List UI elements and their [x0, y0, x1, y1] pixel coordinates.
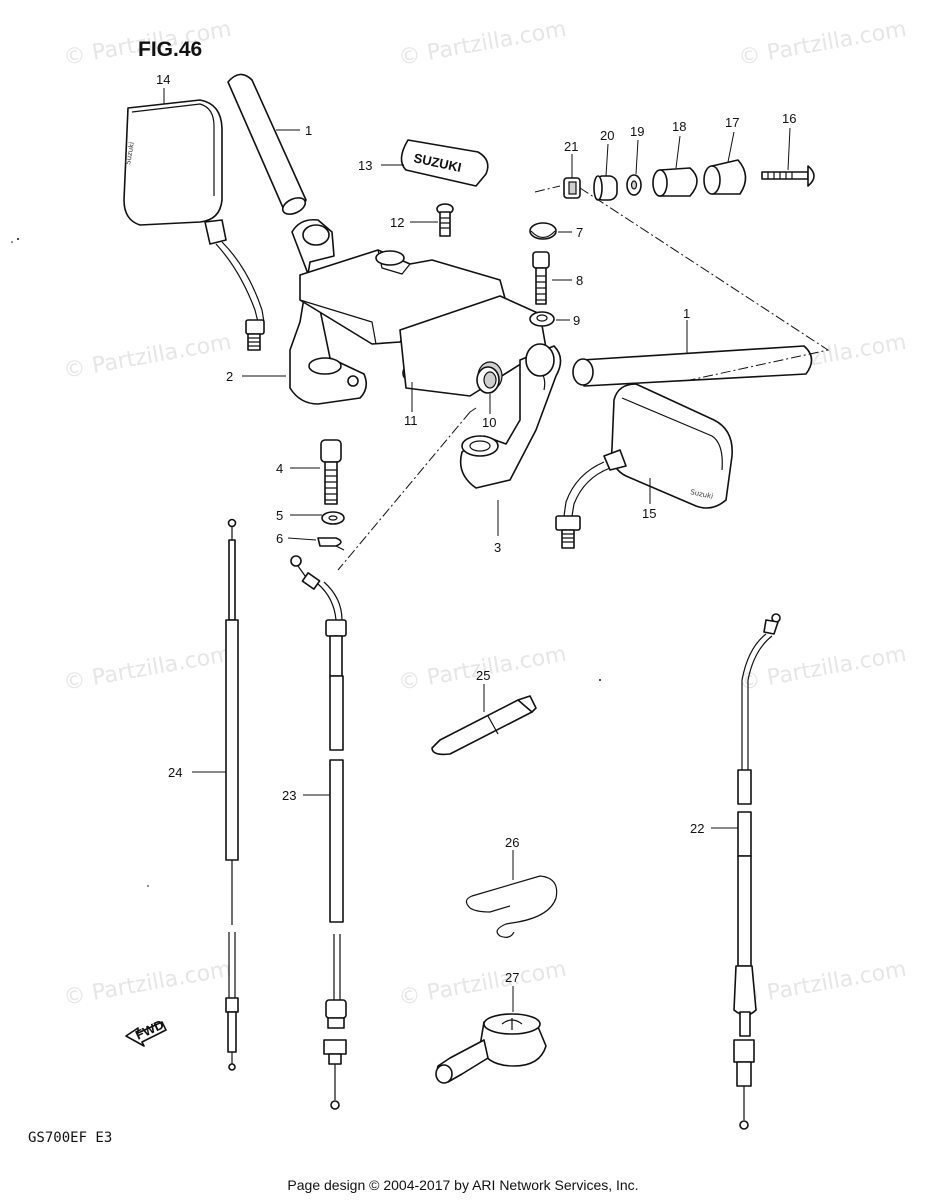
watermark: © Partzilla.com [62, 642, 234, 696]
callout-4: 4 [276, 461, 283, 476]
figure-title: FIG.46 [138, 38, 202, 61]
assembly-lines [337, 185, 830, 571]
part-1-right-handlebar[interactable] [572, 345, 813, 387]
callout-23: 23 [282, 788, 296, 803]
stray-marks [11, 238, 601, 887]
part-9-nut[interactable] [529, 311, 555, 327]
part-14-left-mirror[interactable]: Suzuki [123, 99, 265, 351]
part-13-cap[interactable]: SUZUKI [400, 139, 489, 187]
callout-27: 27 [505, 970, 519, 985]
fwd-arrow-icon: FWD [125, 1017, 167, 1047]
watermark: © Partzilla.com [737, 17, 909, 71]
callout-13: 13 [358, 158, 372, 173]
part-7-plug[interactable] [529, 222, 557, 240]
callout-3: 3 [494, 540, 501, 555]
watermark: © Partzilla.com [737, 642, 909, 696]
callout-15: 15 [642, 506, 656, 521]
callout-12: 12 [390, 215, 404, 230]
part-17-grip-end[interactable] [703, 159, 747, 195]
part-22-cable[interactable] [733, 613, 781, 1130]
model-code: GS700EF E3 [28, 1130, 112, 1146]
callout-24: 24 [168, 765, 182, 780]
callout-7: 7 [576, 225, 583, 240]
callout-2: 2 [226, 369, 233, 384]
part-26-clamp[interactable] [465, 875, 558, 938]
callout-11: 11 [404, 413, 418, 428]
part-3-lever-bracket[interactable] [459, 343, 562, 489]
part-5-lock-washer[interactable] [321, 511, 345, 525]
callout-16: 16 [782, 111, 796, 126]
callout-10: 10 [482, 415, 496, 430]
callout-20: 20 [600, 128, 614, 143]
leader-lines [163, 88, 791, 1012]
part-20-collar[interactable] [593, 175, 618, 201]
part-18-balancer[interactable] [652, 167, 698, 197]
watermark: © Partzilla.com [397, 957, 569, 1011]
watermark: © Partzilla.com [62, 957, 234, 1011]
footer-copyright: Page design © 2004-2017 by ARI Network S… [287, 1177, 638, 1193]
callout-5: 5 [276, 508, 283, 523]
callout-14: 14 [156, 72, 170, 87]
callout-25: 25 [476, 668, 490, 683]
callout-17: 17 [725, 115, 739, 130]
callout-19: 19 [630, 124, 644, 139]
part-23-cable[interactable] [290, 555, 347, 1110]
mirror-brand: Suzuki [124, 141, 136, 165]
part-25-band[interactable] [431, 695, 537, 756]
callout-18: 18 [672, 119, 686, 134]
callout-21: 21 [564, 139, 578, 154]
part-4-bolt[interactable] [320, 439, 342, 505]
part-8-bolt[interactable] [532, 251, 550, 305]
callout-26: 26 [505, 835, 519, 850]
callout-9: 9 [573, 313, 580, 328]
part-27-throttle-grip[interactable] [435, 1013, 547, 1084]
watermark: © Partzilla.com [62, 330, 234, 384]
callout-6: 6 [276, 531, 283, 546]
part-10-collar[interactable] [476, 366, 500, 394]
part-24-cable[interactable] [225, 518, 239, 1071]
part-6-pin[interactable] [317, 537, 345, 551]
watermark: © Partzilla.com [737, 957, 909, 1011]
watermark: © Partzilla.com [397, 17, 569, 71]
callout-8: 8 [576, 273, 583, 288]
part-16-screw[interactable] [761, 165, 815, 187]
part-12-bolt[interactable] [436, 203, 454, 237]
callout-22: 22 [690, 821, 704, 836]
callout-numbers: 1 1 2 3 4 5 6 7 8 9 10 11 12 13 14 15 16… [156, 72, 796, 985]
callout-1: 1 [305, 123, 312, 138]
callout-1: 1 [683, 306, 690, 321]
part-15-right-mirror[interactable]: Suzuki [555, 383, 733, 549]
part-21-nut[interactable] [563, 177, 581, 199]
part-19-washer[interactable] [626, 174, 642, 196]
part-1-left-handlebar[interactable] [227, 73, 308, 217]
